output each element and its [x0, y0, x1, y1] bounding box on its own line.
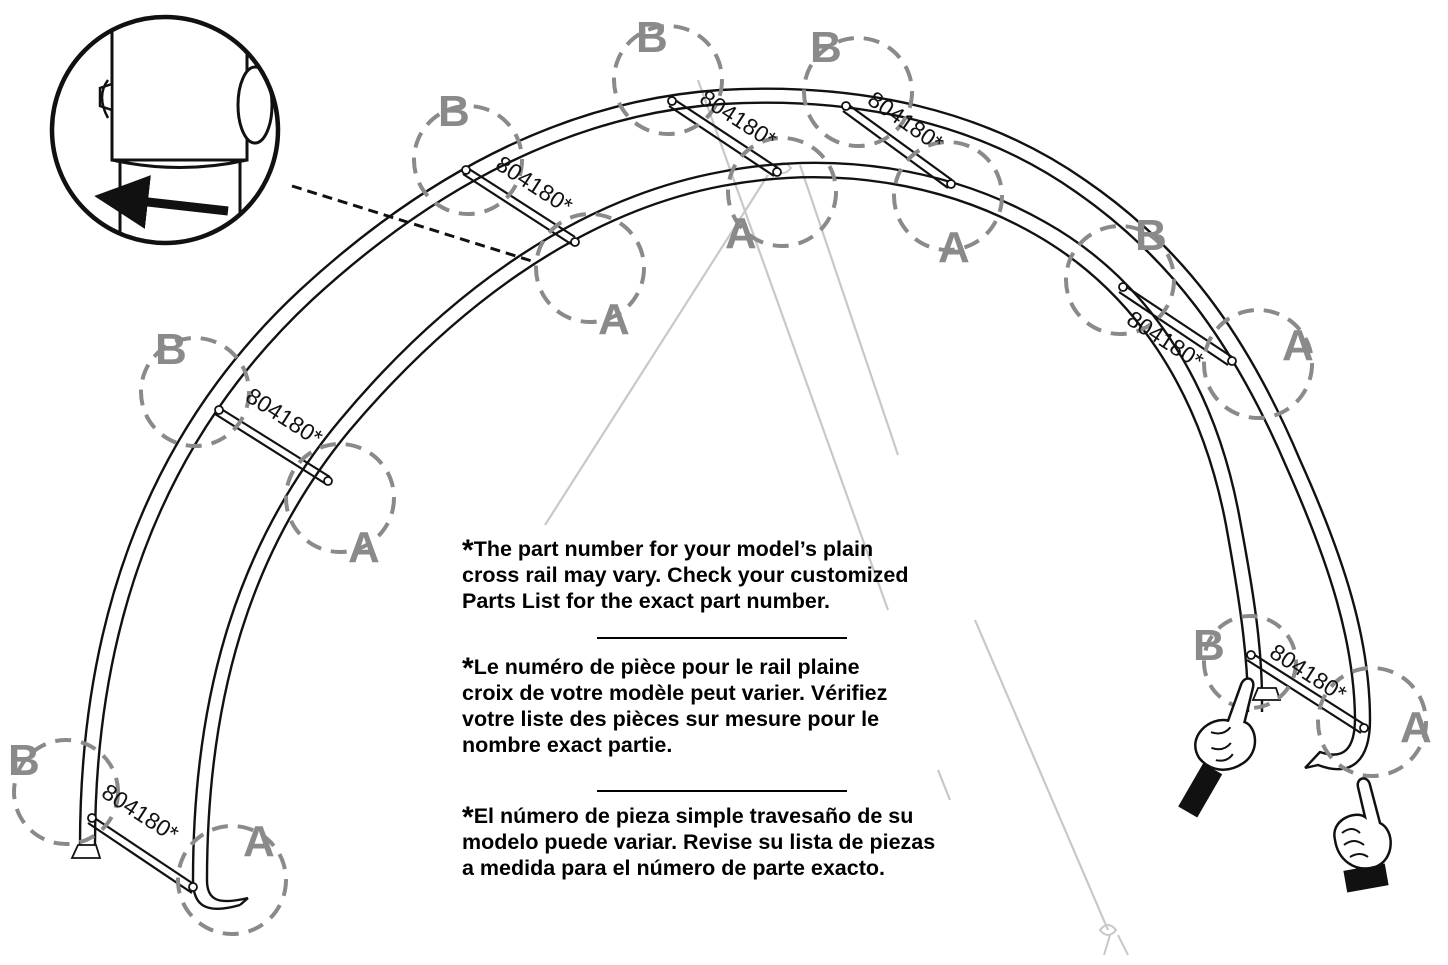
- note-french: *Le numéro de pièce pour le rail plaine …: [462, 654, 1022, 758]
- zone-letter-a: A: [1400, 703, 1432, 752]
- zone-letter-a: A: [938, 223, 970, 272]
- note-line: Le numéro de pièce pour le rail plaine: [473, 655, 860, 679]
- pointing-hand-icon: [1178, 677, 1257, 818]
- note-line: croix de votre modèle peut varier. Vérif…: [462, 681, 888, 705]
- zone-circle-b: [1064, 224, 1176, 336]
- zone-letter-a: A: [348, 523, 380, 572]
- zone-circle-a: [176, 824, 288, 936]
- note-asterisk: *: [462, 652, 474, 685]
- note-spanish: *El número de pieza simple travesaño de …: [462, 803, 1022, 881]
- note-line: a medida para el número de parte exacto.: [462, 856, 885, 880]
- zone-letter-a: A: [1282, 321, 1314, 370]
- guide-lines: [544, 79, 1110, 931]
- guide-line: [696, 79, 890, 611]
- zone-letter-a: A: [725, 209, 757, 258]
- note-line: modelo puede variar. Revise su lista de …: [462, 830, 936, 854]
- detail-leader-line: [291, 184, 536, 264]
- zone-circle-a: [284, 442, 396, 554]
- note-line: El número de pieza simple travesaño de s…: [473, 804, 914, 828]
- zone-circle-a: [534, 212, 646, 324]
- zone-circle-b: [1202, 614, 1298, 710]
- zone-letter-b: B: [1193, 621, 1225, 670]
- guide-line: [973, 619, 1110, 931]
- zone-circle-a: [1202, 308, 1314, 420]
- part-number-label: 804180*: [491, 150, 577, 219]
- guide-line: [798, 164, 900, 456]
- zone-circle-a: [1316, 666, 1428, 778]
- zone-circle-b: [12, 738, 120, 846]
- zone-letter-b: B: [8, 736, 40, 785]
- zone-circle-b: [612, 24, 724, 136]
- zone-letter-b: B: [438, 87, 470, 136]
- zone-letter-a: A: [598, 295, 630, 344]
- part-number-label: 804180*: [241, 382, 327, 451]
- zone-letter-b: B: [1135, 211, 1167, 260]
- zone-letter-b: B: [810, 23, 842, 72]
- zone-letter-a: A: [243, 817, 275, 866]
- zone-circle-b: [802, 36, 914, 148]
- note-english: *The part number for your model’s plain …: [462, 536, 1022, 614]
- guide-line: [544, 174, 769, 526]
- note-line: Parts List for the exact part number.: [462, 589, 830, 613]
- detail-magnifier-icon: [49, 14, 536, 264]
- outer-arch-tube: [78, 87, 1372, 847]
- note-asterisk: *: [462, 801, 474, 834]
- zone-circle-a: [726, 136, 838, 248]
- inner-arch-tube: [191, 161, 1264, 882]
- note-divider: [597, 637, 847, 639]
- zone-circles: [12, 24, 1428, 936]
- rail-brackets: [70, 96, 1369, 892]
- zone-circle-a: [892, 140, 1004, 252]
- zone-letters: B A B A B A B A B A B A B A: [8, 13, 1432, 866]
- note-asterisk: *: [462, 534, 474, 567]
- zone-circle-b: [412, 104, 524, 216]
- direction-arrow-icon: [94, 175, 229, 229]
- note-divider: [597, 790, 847, 792]
- zone-circle-b: [139, 336, 251, 448]
- note-line: votre liste des pièces sur mesure pour l…: [462, 707, 880, 731]
- cross-rails: [87, 97, 1366, 894]
- pointing-hand-icon: [1333, 777, 1392, 893]
- zone-letter-b: B: [155, 325, 187, 374]
- zone-letter-b: B: [636, 13, 668, 62]
- guide-line: [936, 769, 952, 801]
- note-line: cross rail may vary. Check your customiz…: [462, 563, 909, 587]
- note-line: nombre exact partie.: [462, 733, 673, 757]
- note-line: The part number for your model’s plain: [473, 537, 874, 561]
